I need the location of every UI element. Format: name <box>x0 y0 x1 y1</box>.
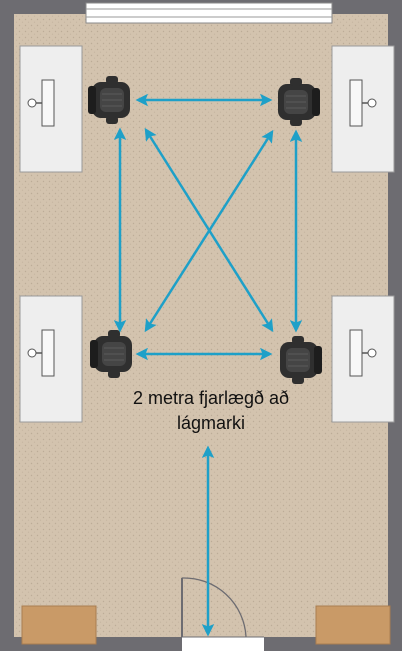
double-arrow-icon <box>144 129 274 333</box>
desk-icon <box>331 295 395 423</box>
chair-icon <box>280 336 322 384</box>
desk-icon <box>331 45 395 173</box>
monitor-icon <box>349 79 377 127</box>
desk-icon <box>19 45 83 173</box>
chair-icon <box>88 76 130 124</box>
chair-icon <box>90 330 132 378</box>
window-icon <box>85 2 333 24</box>
floor-mat-icon <box>21 605 97 645</box>
chair-icon <box>278 78 320 126</box>
monitor-icon <box>27 79 55 127</box>
distance-label-line1: 2 metra fjarlægð að <box>133 388 289 408</box>
distance-label-line2: lágmarki <box>177 413 245 433</box>
monitor-icon <box>349 329 377 377</box>
door-icon <box>181 577 264 651</box>
floor-mat-icon <box>315 605 391 645</box>
monitor-icon <box>27 329 55 377</box>
desk-icon <box>19 295 83 423</box>
